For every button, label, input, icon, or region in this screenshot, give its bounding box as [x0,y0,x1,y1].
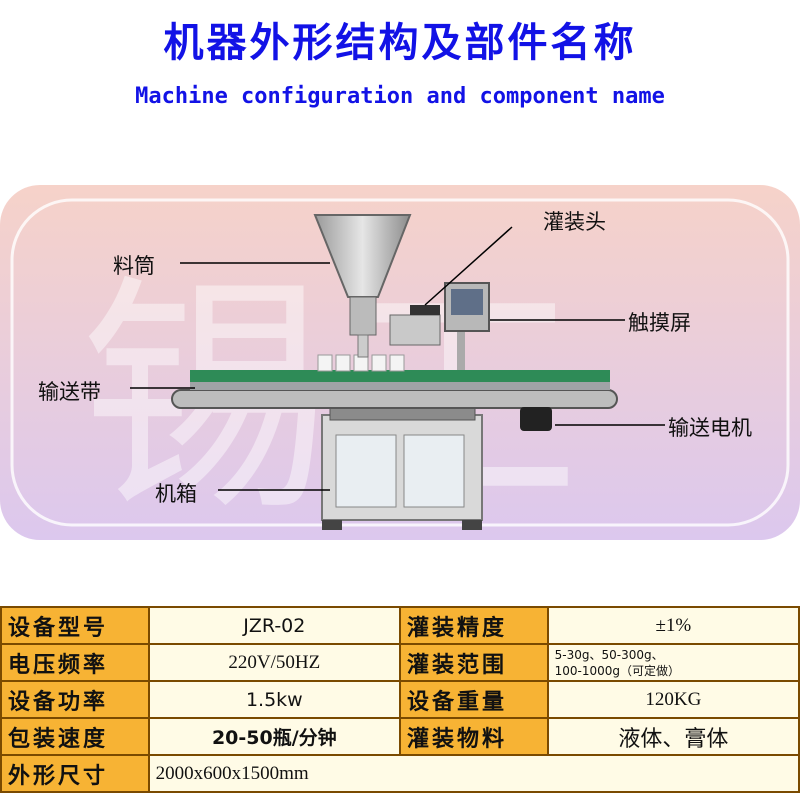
range-line-2: 100-1000g（可定做） [554,663,681,678]
spec-label: 灌装物料 [399,717,549,756]
callout-touchscreen: 触摸屏 [628,311,691,335]
cabinet [321,414,483,530]
spec-value: 1.5kw [147,680,402,719]
spec-label: 灌装范围 [399,643,549,682]
touchscreen [444,282,490,370]
table-row: 设备功率 1.5kw 设备重量 120KG [0,680,800,719]
bottles [317,354,405,372]
table-row: 电压频率 220V/50HZ 灌装范围 5-30g、50-300g、 100-1… [0,643,800,682]
spec-value-range: 5-30g、50-300g、 100-1000g（可定做） [546,643,800,682]
filling-head [389,314,441,346]
callout-conveyor-motor: 输送电机 [668,416,752,440]
spec-label: 电压频率 [0,643,150,682]
spec-value: 2000x600x1500mm [147,754,800,793]
spec-label: 包装速度 [0,717,150,756]
callout-conveyor-belt: 输送带 [38,380,101,404]
spec-value: 液体、膏体 [546,717,800,756]
hopper [313,214,412,358]
machine-photo: 锡工 [0,185,800,540]
table-row: 外形尺寸 2000x600x1500mm [0,754,800,793]
callout-hopper: 料筒 [113,254,155,278]
page-title-en: Machine configuration and component name [135,84,665,109]
spec-label: 设备功率 [0,680,150,719]
spec-label: 设备型号 [0,606,150,645]
conveyor [171,370,618,409]
spec-label: 外形尺寸 [0,754,150,793]
callout-filling-head: 灌装头 [543,210,606,234]
spec-label: 灌装精度 [399,606,549,645]
motor [520,407,552,431]
table-row: 包装速度 20-50瓶/分钟 灌装物料 液体、膏体 [0,717,800,756]
spec-value: 120KG [546,680,800,719]
spec-table: 设备型号 JZR-02 灌装精度 ±1% 电压频率 220V/50HZ 灌装范围… [0,606,800,793]
table-row: 设备型号 JZR-02 灌装精度 ±1% [0,606,800,645]
spec-label: 设备重量 [399,680,549,719]
range-line-1: 5-30g、50-300g、 [554,647,664,662]
spec-value: ±1% [546,606,800,645]
page-title-cn: 机器外形结构及部件名称 [163,20,637,66]
spec-value: JZR-02 [147,606,402,645]
callout-cabinet: 机箱 [155,482,197,506]
spec-value: 20-50瓶/分钟 [147,717,402,756]
spec-value: 220V/50HZ [147,643,402,682]
